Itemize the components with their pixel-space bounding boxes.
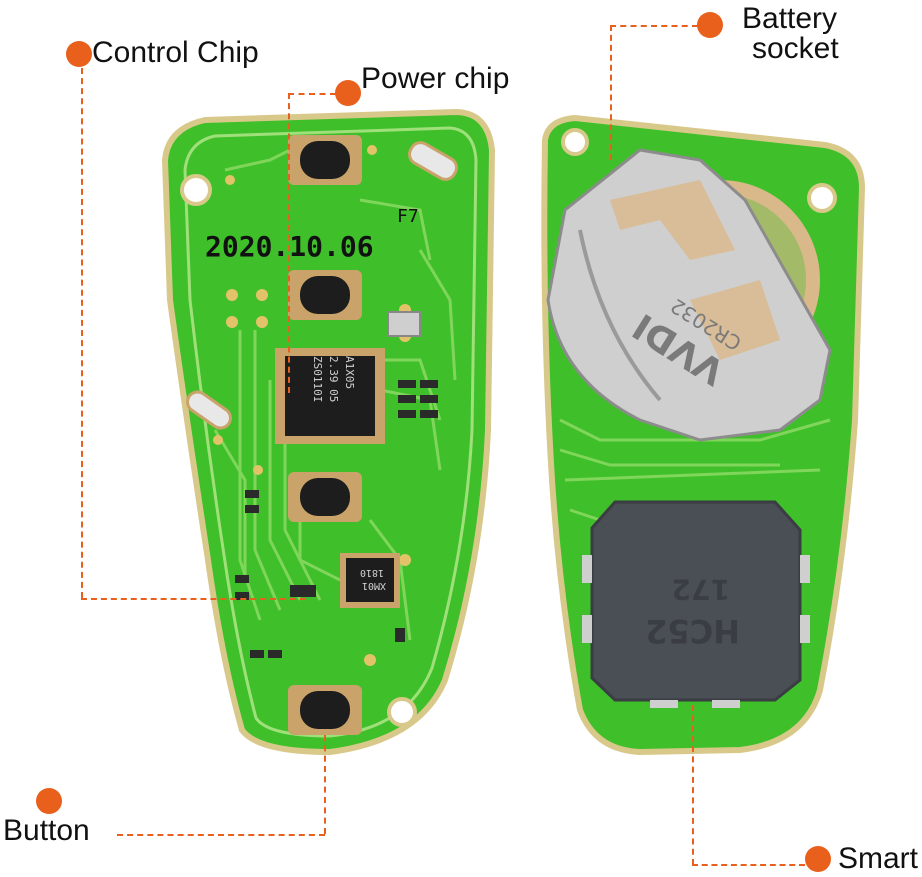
tactile-button-2 [288,270,362,320]
smart-leader-horizontal [692,864,805,866]
smart-chip-marking-1: HC52 [645,612,740,650]
control-chip-marking-2: 2.39 05 [327,356,340,402]
control-chip-marking-1: A1X05 [343,356,356,389]
button-label: Button [3,814,90,847]
power-chip-marker [335,80,361,106]
battery-socket [546,148,832,442]
battery-socket-label-line2: socket [752,32,839,65]
control-chip [275,348,385,444]
power-chip-label: Power chip [361,62,510,95]
left-pcb-board [161,108,496,756]
smart-leader-vertical [692,705,694,865]
control-chip-leader-horizontal [81,598,306,600]
battery-leader-vertical [610,25,612,160]
power-chip [340,553,400,608]
smart-label: Smart [838,842,919,875]
control-chip-label: Control Chip [92,36,259,69]
power-chip-leader-horizontal [288,93,336,95]
smart-chip [582,500,810,708]
smart-chip-marking-2: 172 [672,573,730,606]
battery-socket-marker [697,12,723,38]
power-chip-marking-2: 1810 [360,567,384,578]
button-leader-horizontal [117,834,325,836]
power-chip-marking-1: XM01 [362,580,386,591]
power-chip-leader-vertical [288,93,290,393]
control-chip-marking-3: ZS0110I [311,356,324,402]
control-chip-marker [66,41,92,67]
battery-socket-label: Battery socket [742,4,839,64]
control-chip-leader-vertical [81,68,83,598]
button-marker [36,788,62,814]
right-pcb-board [541,114,866,756]
smart-marker [805,846,831,872]
tactile-button-1 [288,135,362,185]
battery-socket-label-line1: Battery [742,2,838,35]
tactile-button-4 [288,685,362,735]
tactile-button-3 [288,472,362,522]
button-leader-vertical [324,735,326,834]
batch-marking: F7 [397,206,419,227]
battery-leader-horizontal [610,25,698,27]
